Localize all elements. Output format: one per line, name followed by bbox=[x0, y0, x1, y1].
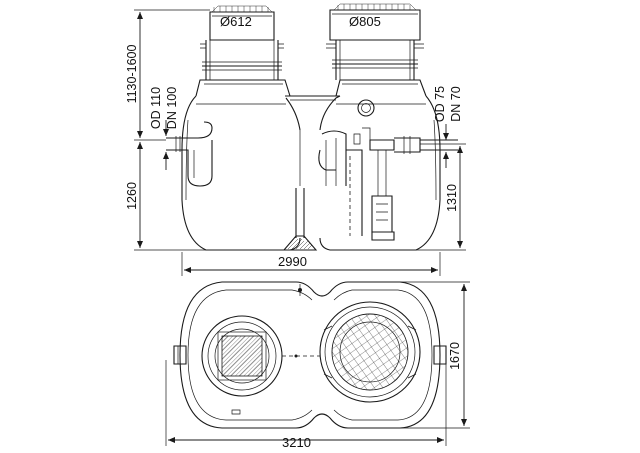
pump-assembly bbox=[318, 127, 458, 241]
center-support bbox=[282, 130, 318, 251]
right-chamber-body bbox=[319, 3, 441, 251]
left-dimensions bbox=[134, 9, 210, 251]
height-dim-bottom-label: 1260 bbox=[125, 182, 139, 210]
plan-length-label: 3210 bbox=[282, 435, 311, 450]
outlet-od-label: OD 75 bbox=[433, 86, 447, 122]
connector bbox=[285, 95, 340, 101]
length-label: 2990 bbox=[278, 254, 307, 269]
width-dimension bbox=[400, 281, 470, 429]
outlet-dn-label: DN 70 bbox=[449, 86, 463, 121]
cover-left-label: Ø612 bbox=[220, 14, 252, 29]
side-view: 1130-1600 1260 OD 110 DN 100 OD 75 DN 70… bbox=[125, 3, 466, 276]
inlet-dn-label: DN 100 bbox=[165, 87, 179, 129]
outlet-height-label: 1310 bbox=[445, 184, 459, 212]
cover-right-label: Ø805 bbox=[349, 14, 381, 29]
right-dimensions bbox=[416, 124, 466, 251]
length-dimension bbox=[181, 252, 441, 276]
right-cover-outer bbox=[319, 301, 421, 403]
height-dim-top-label: 1130-1600 bbox=[125, 45, 139, 104]
width-label: 1670 bbox=[448, 342, 462, 370]
inlet-od-label: OD 110 bbox=[149, 87, 163, 129]
inlet-pipe bbox=[166, 121, 213, 187]
left-chamber-body bbox=[181, 5, 301, 251]
plan-length-dimension bbox=[165, 360, 447, 446]
plan-view: 1670 3210 bbox=[165, 281, 470, 450]
